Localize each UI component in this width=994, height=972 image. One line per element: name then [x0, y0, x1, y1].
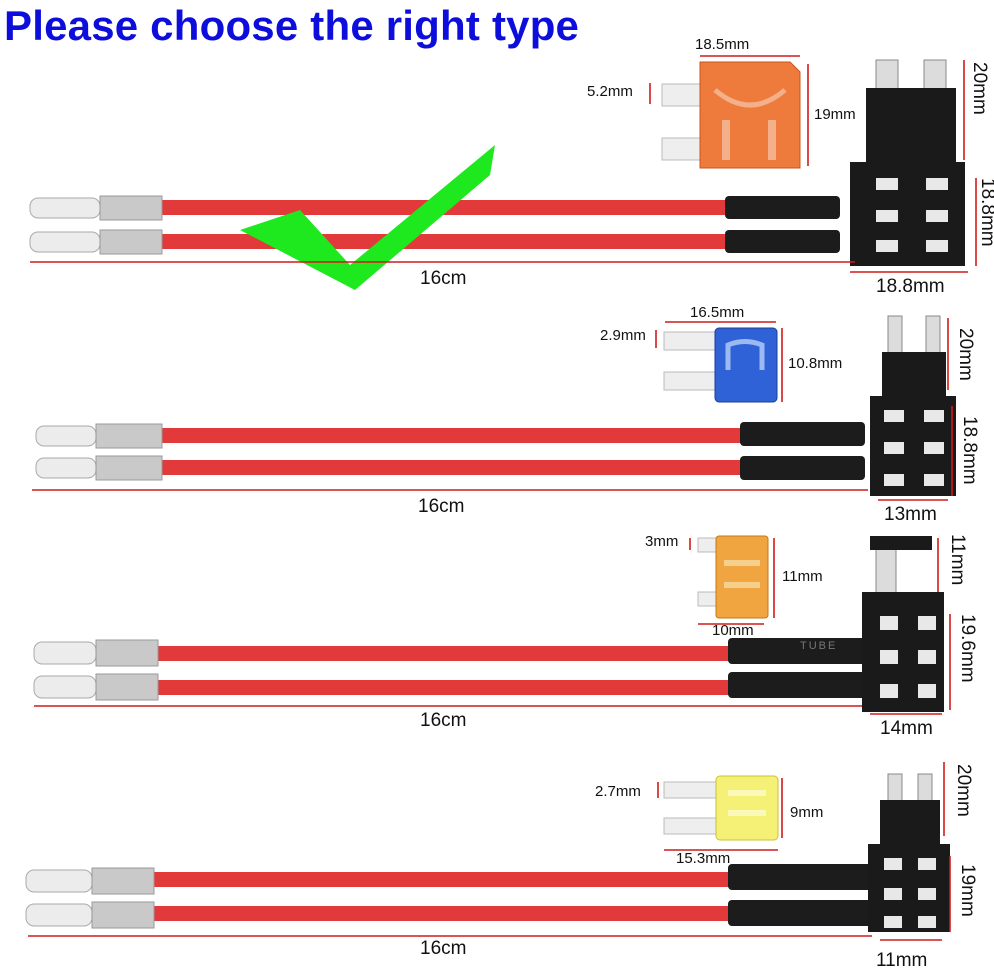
fuse-tap-low-profile-illustration [33, 535, 951, 715]
wire-length-label: 16cm [420, 710, 467, 731]
tap-height-label: 11mm [947, 534, 968, 586]
blade-gap-label: 2.7mm [595, 783, 641, 800]
body-width-label: 18.8mm [876, 276, 945, 297]
blade-gap-label: 5.2mm [587, 83, 633, 100]
wire-length-label: 16cm [420, 938, 467, 959]
fuse-height-label: 10.8mm [788, 355, 843, 372]
fuse-tap-standard-illustration [29, 55, 977, 290]
wire-length-label: 16cm [420, 268, 467, 289]
fuse-width-label: 10mm [712, 622, 754, 639]
fuse-tap-micro2-illustration [25, 762, 951, 941]
terminal-icon [25, 867, 155, 929]
fuse-height-label: 11mm [782, 568, 823, 585]
fuse-holder-body [850, 59, 965, 266]
body-width-label: 11mm [876, 950, 928, 971]
fuse-width-label: 16.5mm [690, 304, 745, 321]
fuse-icon-low-profile [697, 535, 769, 619]
variant-micro2: 2.7mm 9mm 15.3mm 20mm 19mm 11mm 16cm [0, 760, 994, 972]
variant-mini: 16.5mm 2.9mm 10.8mm 20mm 18.8mm 13mm 16c… [0, 300, 994, 530]
variant-low-profile-mini: 3mm 11mm 10mm 11mm 19.6mm 14mm 16cm TUBE [0, 530, 994, 760]
terminal-icon [35, 423, 163, 481]
page-title: Please choose the right type [4, 2, 580, 49]
terminal-icon [33, 639, 159, 701]
fuse-height-label: 19mm [814, 106, 856, 123]
sleeve-print: TUBE [800, 640, 838, 652]
tap-height-label: 20mm [969, 62, 990, 115]
body-height-label: 18.8mm [977, 178, 994, 247]
body-height-label: 19.6mm [957, 614, 978, 683]
fuse-width-label: 15.3mm [676, 850, 731, 867]
check-icon [240, 145, 495, 290]
fuse-icon-micro2 [663, 775, 779, 841]
fuse-holder-body [870, 315, 956, 496]
body-height-label: 19mm [957, 864, 978, 917]
wire-length-label: 16cm [418, 496, 465, 517]
tap-height-label: 20mm [953, 764, 974, 817]
fuse-tap-mini-illustration [32, 315, 956, 501]
blade-gap-label: 2.9mm [600, 327, 646, 344]
blade-gap-label: 3mm [645, 533, 679, 550]
body-height-label: 18.8mm [959, 416, 980, 485]
terminal-icon [29, 195, 163, 255]
body-width-label: 14mm [880, 718, 933, 739]
fuse-height-label: 9mm [790, 804, 824, 821]
fuse-icon-standard [661, 61, 801, 169]
body-width-label: 13mm [884, 504, 937, 525]
tap-height-label: 20mm [955, 328, 976, 381]
fuse-holder-body [862, 536, 944, 712]
fuse-holder-body [868, 773, 950, 932]
fuse-icon-mini [663, 327, 778, 403]
variant-standard: 18.5mm 5.2mm 19mm 20mm 18.8mm 18.8mm 16c… [0, 36, 994, 300]
fuse-width-label: 18.5mm [695, 36, 750, 53]
